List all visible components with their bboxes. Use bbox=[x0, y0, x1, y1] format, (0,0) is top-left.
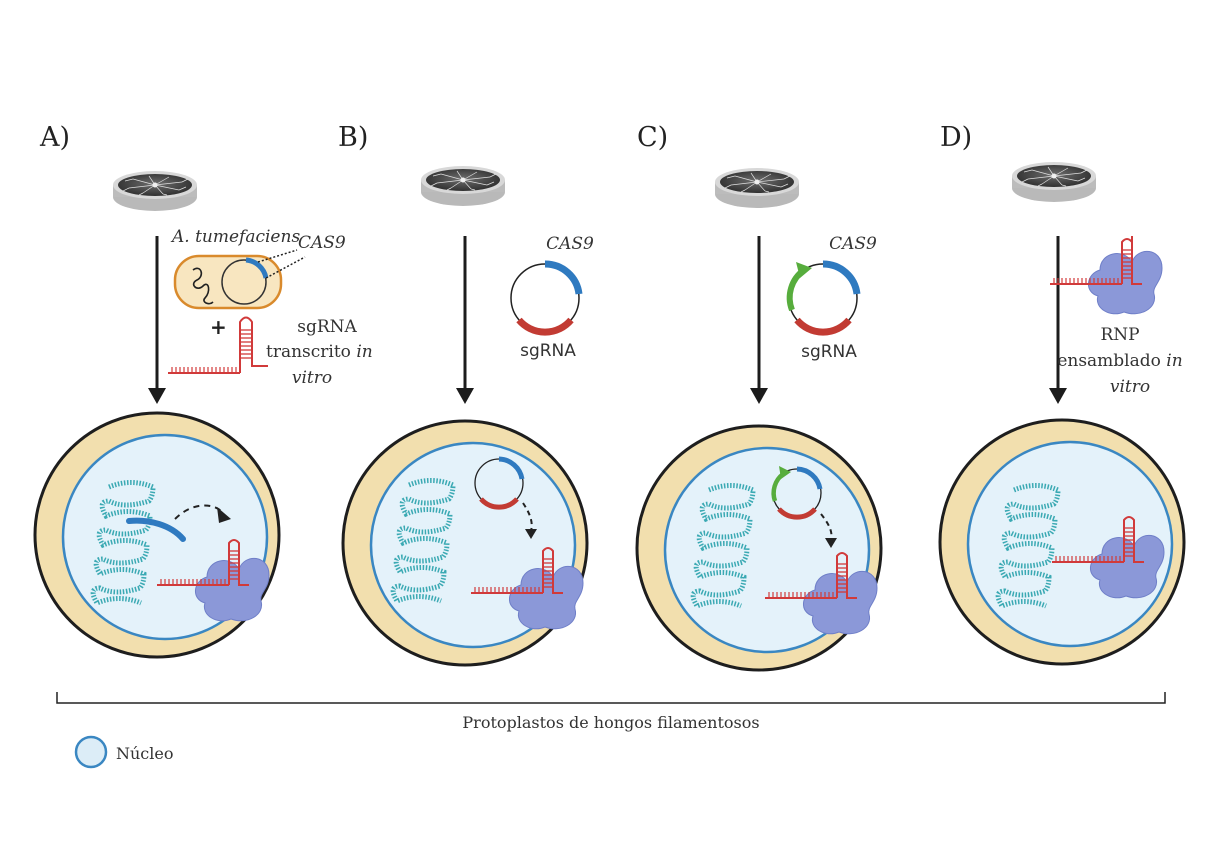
panel-a: A) A. tumefaciens CAS9 + sgRNA tra bbox=[33, 122, 373, 659]
plasmid-promoter-icon bbox=[786, 260, 861, 336]
plasmid-icon bbox=[474, 456, 525, 510]
petri-dish-icon bbox=[112, 170, 198, 212]
in-vitro-label: vitro bbox=[292, 368, 332, 388]
assembled-label: ensamblado in bbox=[1057, 351, 1182, 371]
petri-dish-icon bbox=[714, 167, 800, 209]
cas9-label: CAS9 bbox=[298, 233, 346, 253]
petri-dish-icon bbox=[420, 165, 506, 207]
protoplast-cell-d bbox=[938, 418, 1186, 666]
panel-b-letter: B) bbox=[338, 122, 368, 153]
panel-c-letter: C) bbox=[637, 122, 668, 153]
arrow-head-icon bbox=[148, 388, 166, 404]
panel-c: C) CAS9 sgRNA bbox=[635, 122, 883, 672]
arrow-head-icon bbox=[456, 388, 474, 404]
protoplast-cell-c bbox=[635, 424, 883, 672]
protoplast-caption: Protoplastos de hongos filamentosos bbox=[462, 713, 759, 732]
sgrna-label: sgRNA bbox=[520, 341, 576, 361]
in-vitro-label: vitro bbox=[1110, 377, 1150, 397]
agrobacterium-cell-icon bbox=[173, 249, 306, 310]
panel-b: B) CAS9 sgRNA bbox=[338, 122, 594, 667]
cas9-label: CAS9 bbox=[829, 234, 877, 254]
plus-sign: + bbox=[210, 315, 227, 339]
panel-a-letter: A) bbox=[39, 122, 70, 153]
sgrna-hairpin-icon bbox=[167, 316, 268, 374]
agrobacterium-label: A. tumefaciens bbox=[170, 227, 300, 247]
cas9-label: CAS9 bbox=[546, 234, 594, 254]
cas9-gene-icon bbox=[126, 517, 186, 542]
rnp-complex-icon bbox=[1049, 236, 1163, 315]
arrow-head-icon bbox=[750, 388, 768, 404]
sgrna-label: sgRNA bbox=[801, 342, 857, 362]
nucleus-legend-label: Núcleo bbox=[116, 744, 173, 763]
arrow-head-icon bbox=[1049, 388, 1067, 404]
rnp-label: RNP bbox=[1100, 325, 1139, 345]
plasmid-icon bbox=[510, 260, 583, 336]
protoplast-cell-b bbox=[341, 419, 589, 667]
plasmid-promoter-icon bbox=[771, 466, 823, 520]
protoplast-bracket bbox=[56, 692, 1166, 704]
protoplast-cell-a bbox=[33, 411, 281, 659]
petri-dish-icon bbox=[1011, 161, 1097, 203]
nucleus-legend-icon bbox=[74, 735, 108, 769]
transcribed-label: transcrito in bbox=[266, 342, 373, 362]
panel-d: D) RNP ensamblado in vitro bbox=[938, 122, 1186, 666]
legend: Núcleo bbox=[74, 735, 173, 769]
sgrna-label: sgRNA bbox=[297, 317, 357, 337]
panel-d-letter: D) bbox=[940, 122, 972, 153]
